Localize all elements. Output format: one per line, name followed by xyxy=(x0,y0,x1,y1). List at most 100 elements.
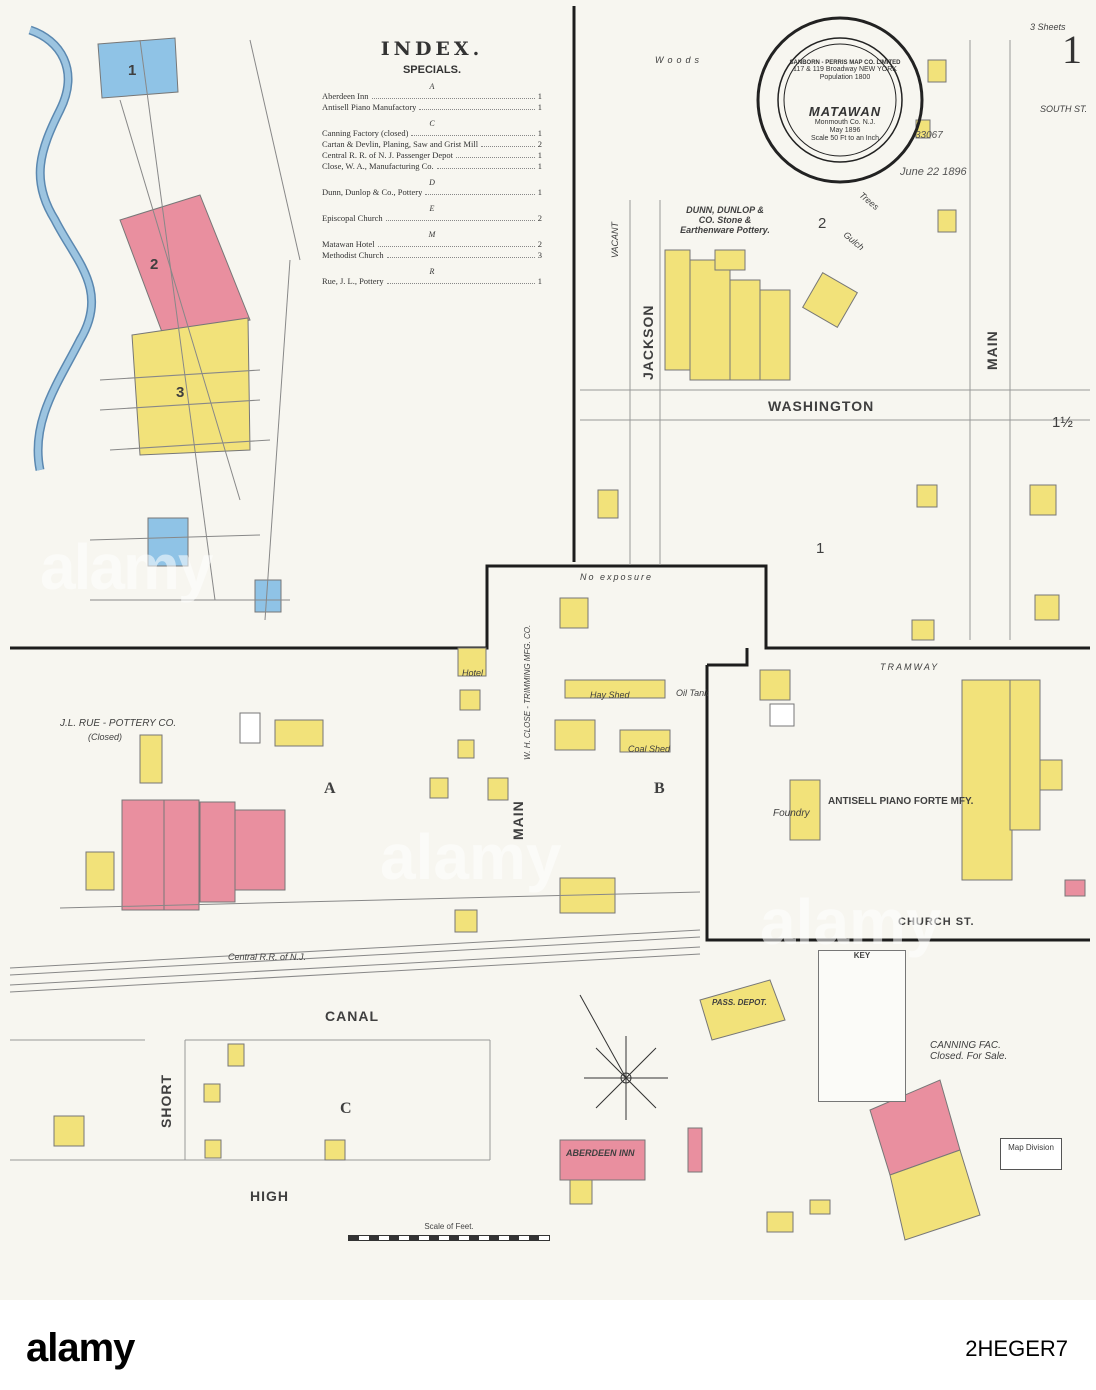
index-row-leader xyxy=(481,139,535,147)
key-title: KEY xyxy=(853,951,871,960)
index-row-name: Dunn, Dunlop & Co., Pottery xyxy=(322,187,423,197)
index-title: INDEX. xyxy=(380,38,484,60)
sheet-number: 1 xyxy=(1062,27,1082,72)
index-row-leader xyxy=(436,161,535,169)
index-group-letter: A xyxy=(429,82,435,91)
index-row-name: Canning Factory (closed) xyxy=(322,128,409,138)
index-row-page: 2 xyxy=(537,213,542,223)
index-group-letter: C xyxy=(429,119,435,128)
index-row-name: Antisell Piano Manufactory xyxy=(322,102,417,112)
block-number-1-half: 1½ xyxy=(1052,414,1073,431)
scale-bar-graphic xyxy=(348,1235,550,1241)
scale-label: Scale of Feet. xyxy=(424,1222,474,1231)
label-canning: CANNING FAC. Closed. For Sale. xyxy=(930,1040,1008,1062)
block-letter-a: A xyxy=(324,780,336,797)
label-aberdeen: ABERDEEN INN xyxy=(566,1148,635,1158)
block-letter-b: B xyxy=(654,780,665,797)
seal-address: 117 & 119 Broadway NEW YORK xyxy=(793,66,897,73)
seal-publisher: SANBORN - PERRIS MAP CO. LIMITED xyxy=(789,60,901,66)
label-dunn-pottery: DUNN, DUNLOP & CO. Stone & Earthenware P… xyxy=(680,205,770,235)
watermark-3: alamy xyxy=(760,886,942,958)
index-row-page: 3 xyxy=(537,250,542,260)
label-hay-shed: Hay Shed xyxy=(590,690,630,700)
index-row-leader xyxy=(411,128,535,136)
index-row-leader xyxy=(386,276,535,284)
keymap-number-2: 2 xyxy=(150,256,159,273)
index-row-leader xyxy=(419,102,535,110)
index-group-letter: D xyxy=(429,178,435,187)
watermark-2: alamy xyxy=(380,821,562,893)
street-short: SHORT xyxy=(158,1074,174,1128)
compass-rose xyxy=(579,994,668,1120)
index-row-name: Episcopal Church xyxy=(322,213,383,223)
index-row-leader xyxy=(456,150,535,158)
index-row-leader xyxy=(377,239,535,247)
index-row-leader xyxy=(385,213,535,221)
map-key: KEY xyxy=(818,950,906,1102)
keymap-number-1: 1 xyxy=(128,62,137,79)
keymap-sector-1 xyxy=(97,37,179,99)
label-woods: Woods xyxy=(655,55,704,65)
label-vacant: VACANT xyxy=(610,221,620,258)
index-row-name: Close, W. A., Manufacturing Co. xyxy=(322,161,434,171)
index-row-page: 1 xyxy=(537,161,542,171)
received-stamp: June 22 1896 xyxy=(900,166,967,178)
seal-county: Monmouth Co. N.J. xyxy=(814,119,876,126)
index-row: Canning Factory (closed)1 xyxy=(322,128,542,139)
scale-bar: Scale of Feet. xyxy=(348,1222,550,1241)
footer-brand-logo: alamy xyxy=(26,1326,135,1370)
index-row-page: 2 xyxy=(537,239,542,249)
block-number-1: 1 xyxy=(816,540,825,557)
label-hotel: Hotel xyxy=(462,668,484,678)
label-central-rr: Central R.R. of N.J. xyxy=(228,952,307,962)
label-rue-pottery: J.L. RUE - POTTERY CO. xyxy=(60,718,177,729)
label-rue-closed: (Closed) xyxy=(88,732,123,742)
label-antisell: ANTISELL PIANO FORTE MFY. xyxy=(828,796,974,807)
received-number: 33067 xyxy=(915,130,943,141)
street-main-top: MAIN xyxy=(984,330,1000,370)
index-group-letter: M xyxy=(428,230,436,239)
keymap-sector-1a xyxy=(147,517,189,567)
index-row-leader xyxy=(371,91,535,99)
label-three-sheets: 3 Sheets xyxy=(1030,22,1066,32)
map-division-label: Map Division xyxy=(1008,1143,1054,1152)
publisher-seal-text: SANBORN - PERRIS MAP CO. LIMITED 117 & 1… xyxy=(775,58,915,143)
seal-scale: Scale 50 Ft to an Inch xyxy=(810,135,880,142)
label-tramway: TRAMWAY xyxy=(880,662,940,672)
index-row: Episcopal Church 2 xyxy=(322,213,542,224)
seal-date: May 1896 xyxy=(829,127,861,134)
keymap-sector-2 xyxy=(119,194,251,341)
index-row-leader xyxy=(386,250,535,258)
footer-bar: alamy 2HEGER7 xyxy=(0,1300,1096,1390)
publisher-seal xyxy=(756,16,924,184)
label-foundry: Foundry xyxy=(773,808,810,819)
street-canal: CANAL xyxy=(325,1008,379,1024)
river xyxy=(28,25,97,471)
footer-image-code: 2HEGER7 xyxy=(965,1336,1068,1361)
index-row-page: 2 xyxy=(537,139,542,149)
street-jackson: JACKSON xyxy=(640,304,656,380)
seal-population: Population 1800 xyxy=(819,74,871,81)
seal-town: MATAWAN xyxy=(808,104,882,119)
index-row-name: Rue, J. L., Pottery xyxy=(322,276,384,286)
street-south: SOUTH ST. xyxy=(1040,104,1088,114)
index-row-page: 1 xyxy=(537,150,542,160)
label-oil-tank: Oil Tank xyxy=(676,688,709,698)
label-close-mfg: W. H. CLOSE - TRIMMING MFG. CO. xyxy=(523,624,532,760)
street-high: HIGH xyxy=(250,1188,289,1204)
index-group-letter: R xyxy=(429,267,435,276)
index-subtitle: SPECIALS. xyxy=(402,64,462,76)
keymap-sector-1b xyxy=(254,579,282,613)
block-letter-c: C xyxy=(340,1100,352,1117)
block-number-2: 2 xyxy=(818,215,827,232)
map-division-stamp: Map Division xyxy=(1000,1138,1062,1170)
